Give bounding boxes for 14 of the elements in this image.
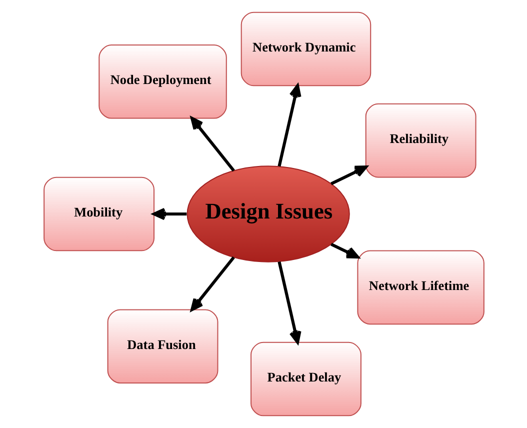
node-box: Packet Delay bbox=[250, 342, 361, 416]
arrow bbox=[277, 84, 301, 167]
arrow bbox=[190, 116, 234, 172]
arrow bbox=[330, 166, 367, 186]
arrow bbox=[152, 208, 186, 220]
node-box: Network Dynamic bbox=[240, 12, 371, 86]
node-box: Mobility bbox=[43, 176, 154, 252]
node-box: Network Lifetime bbox=[356, 250, 484, 325]
node-box: Data Fusion bbox=[106, 309, 218, 384]
arrow bbox=[190, 256, 234, 312]
arrow bbox=[330, 242, 359, 258]
node-box: Reliability bbox=[364, 103, 476, 178]
node-box: Node Deployment bbox=[98, 44, 226, 119]
arrow bbox=[277, 261, 301, 344]
